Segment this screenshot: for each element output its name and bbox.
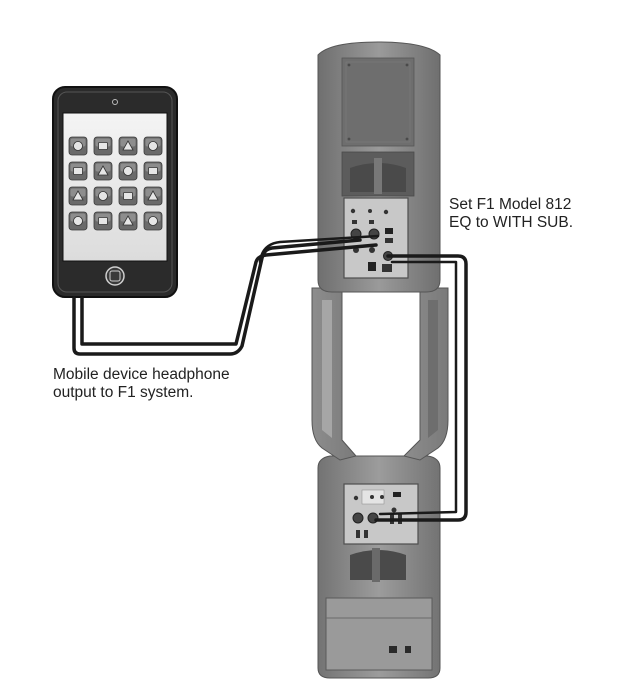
sub-input-jack — [352, 512, 364, 524]
music-icon — [93, 211, 113, 231]
navigation-icon — [68, 161, 88, 181]
settings-icon — [68, 136, 88, 156]
app-icon-grid — [68, 136, 163, 231]
brightness-icon — [118, 211, 138, 231]
array-to-sub-cable — [374, 254, 468, 522]
home-button — [105, 266, 125, 286]
callout-mobile-line1: Mobile device headphone — [53, 366, 230, 383]
mobile-device — [52, 86, 178, 298]
power-inlet — [389, 646, 397, 653]
calendar-icon — [68, 211, 88, 231]
eye-icon — [93, 186, 113, 206]
email-icon — [143, 136, 163, 156]
chat-icon — [118, 161, 138, 181]
browser-icon — [143, 161, 163, 181]
callout-eq-line1: Set F1 Model 812 — [449, 196, 572, 213]
eq-setting-callout: Set F1 Model 812 EQ to WITH SUB. — [449, 196, 573, 232]
messages-icon — [118, 136, 138, 156]
camera-icon — [93, 161, 113, 181]
eq-switch — [385, 228, 393, 234]
cloud-upload-icon — [118, 186, 138, 206]
paint-icon — [68, 186, 88, 206]
headphone-cable-right — [80, 243, 378, 346]
mobile-headphone-callout: Mobile device headphone output to F1 sys… — [53, 366, 230, 402]
microphone-icon — [143, 211, 163, 231]
cables — [72, 234, 468, 522]
folder-icon — [143, 186, 163, 206]
phone-icon — [93, 136, 113, 156]
subwoofer — [317, 455, 441, 679]
f1-array-speaker — [317, 41, 441, 293]
callout-mobile-line2: output to F1 system. — [53, 384, 194, 401]
callout-eq-line2: EQ to WITH SUB. — [449, 214, 574, 231]
power-switch — [405, 646, 411, 653]
array-stem — [311, 287, 449, 461]
headphone-cable-left — [72, 238, 362, 356]
